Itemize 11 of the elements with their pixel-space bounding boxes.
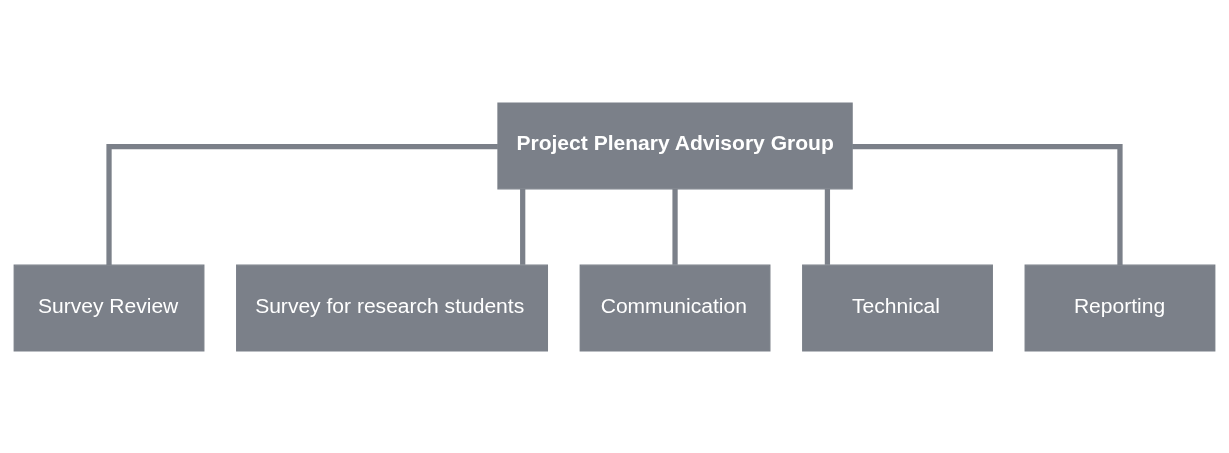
node-box: Project Plenary Advisory Group [497,102,853,189]
connector [824,188,831,265]
node-box: Technical [802,264,993,351]
connector [520,188,526,265]
node-box: Reporting [1024,264,1216,351]
node-box: Survey Review [13,264,205,351]
node-box: Communication [579,264,771,351]
connector [106,143,498,265]
connector [672,188,678,265]
node-box: Survey for research students [236,264,549,351]
connector [852,143,1123,265]
